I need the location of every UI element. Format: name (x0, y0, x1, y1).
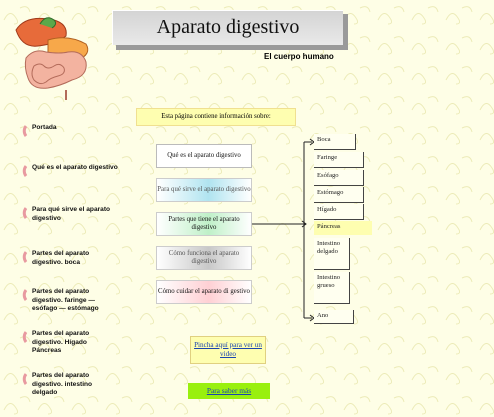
sidebar-item-intestino[interactable]: Partes del aparato digestivo. intestino … (14, 372, 118, 398)
sidebar-item-portada[interactable]: Portada (14, 124, 118, 138)
saber-mas-link[interactable]: Para saber más (206, 386, 252, 395)
arc-bullet-icon (22, 373, 28, 385)
sidebar-item-label: Partes del aparato digestivo. faringe — … (32, 288, 99, 312)
sidebar-item-label: Partes del aparato digestivo. boca (32, 250, 90, 266)
info-banner: Esta página contiene información sobre: (136, 108, 296, 126)
arc-bullet-icon (22, 207, 28, 219)
sidebar-item-higado[interactable]: Partes del aparato digestivo. Hígado Pán… (14, 330, 118, 356)
arc-bullet-icon (22, 125, 28, 137)
partes-button[interactable]: Partes que tiene el aparato digestivo (156, 212, 252, 236)
part-ano[interactable]: Ano (314, 310, 354, 324)
part-boca[interactable]: Boca (314, 134, 356, 150)
part-estomago[interactable]: Estómago (314, 187, 364, 203)
arc-bullet-icon (22, 251, 28, 263)
arc-bullet-icon (22, 165, 28, 177)
page-title: Aparato digestivo (112, 10, 343, 45)
video-link[interactable]: Pincha aquí para ver un video (194, 341, 262, 358)
como-cuidar-button[interactable]: Cómo cuidar el aparato di gestivo (156, 280, 252, 304)
page-subtitle: El cuerpo humano (264, 52, 334, 61)
part-esofago[interactable]: Esófago (314, 170, 364, 186)
para-que-sirve-button[interactable]: Para qué sirve el aparato digestivo (156, 178, 252, 202)
sidebar-item-label: Qué es el aparato digestivo (32, 164, 118, 171)
sidebar-item-label: Partes del aparato digestivo. Hígado Pán… (32, 330, 90, 354)
part-faringe[interactable]: Faringe (314, 152, 364, 168)
arc-bullet-icon (22, 331, 28, 343)
sidebar-item-faringe[interactable]: Partes del aparato digestivo. faringe — … (14, 288, 118, 314)
sidebar-item-label: Portada (32, 124, 57, 131)
sidebar-item-label: Para qué sirve el aparato digestivo (32, 206, 111, 222)
sidebar-item-para-que-sirve[interactable]: Para qué sirve el aparato digestivo (14, 206, 118, 223)
arc-bullet-icon (22, 289, 28, 301)
part-intestino-grueso[interactable]: Intestino grueso (314, 272, 350, 304)
sidebar-item-que-es[interactable]: Qué es el aparato digestivo (14, 164, 118, 178)
part-pancreas[interactable]: Páncreas (314, 221, 372, 235)
sidebar-item-label: Partes del aparato digestivo. intestino … (32, 372, 93, 396)
digestive-system-logo (8, 6, 106, 104)
que-es-button[interactable]: Qué es el aparato digestivo (156, 144, 252, 168)
sidebar-item-boca[interactable]: Partes del aparato digestivo. boca (14, 250, 118, 267)
como-funciona-button[interactable]: Cómo funciona el aparato digestivo (156, 246, 252, 270)
saber-mas-box: Para saber más (188, 383, 270, 399)
part-intestino-delgado[interactable]: Intestino delgado (314, 238, 350, 270)
video-link-box: Pincha aquí para ver un video (190, 336, 266, 364)
part-higado[interactable]: Hígado (314, 204, 364, 220)
